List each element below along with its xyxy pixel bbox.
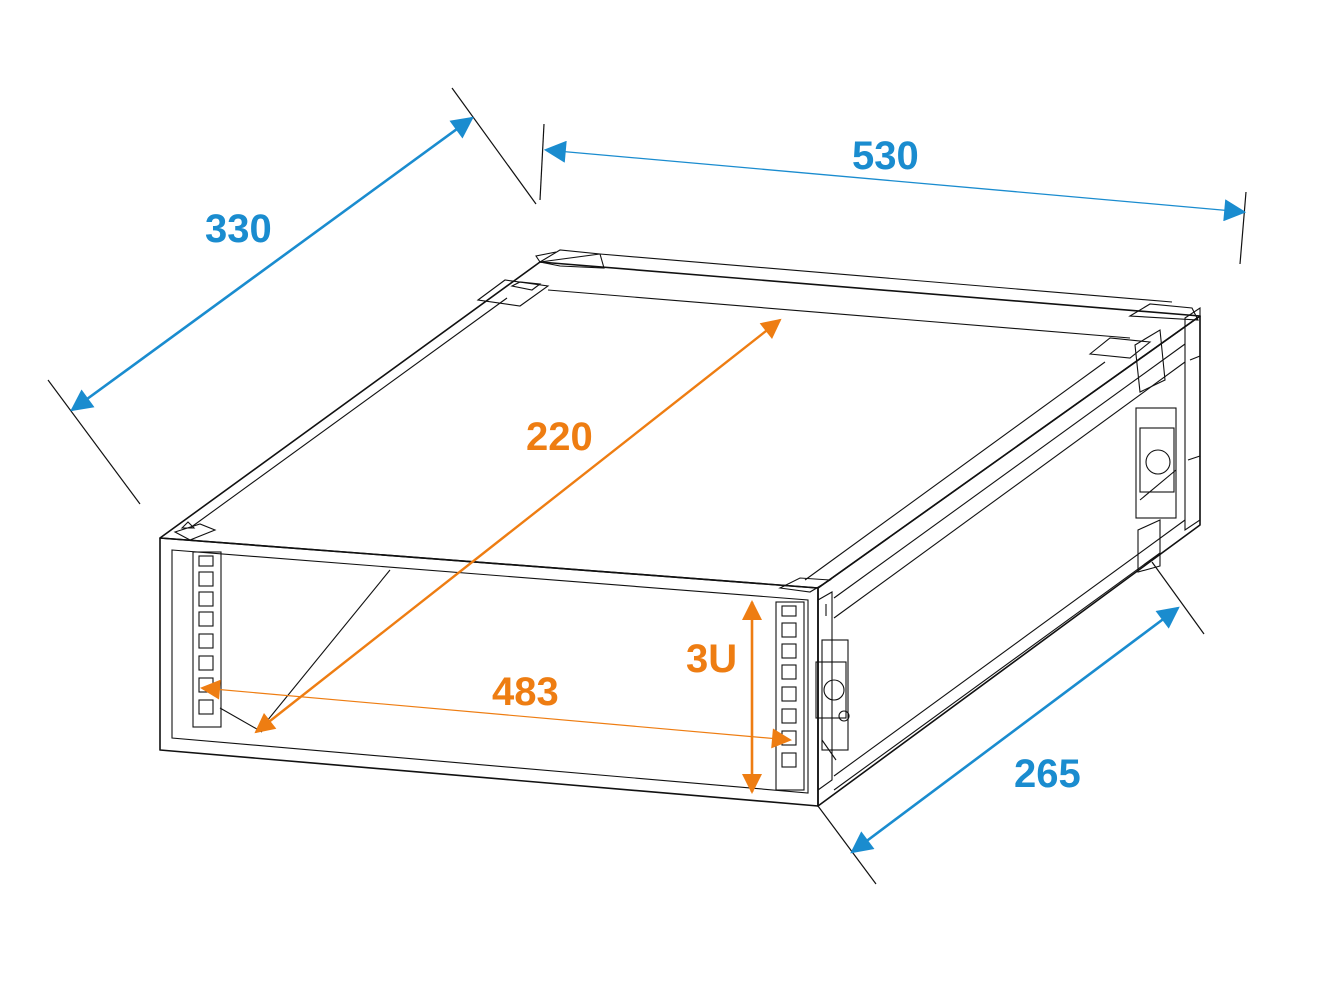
right-rack-rail: [775, 601, 805, 791]
depth-inner-label: 220: [526, 415, 593, 459]
top-face: [159, 261, 1201, 589]
side-latch-rear: [1134, 306, 1201, 573]
depth-inner-arrow: [254, 318, 782, 734]
side-face: [817, 315, 1201, 807]
inner-dimension-lines: [200, 318, 792, 794]
height-inner-label: 3U: [686, 637, 737, 681]
depth-outer-label: 330: [205, 207, 272, 251]
width-inner-arrow: [200, 679, 792, 749]
width-inner-label: 483: [492, 670, 559, 714]
depth-outer-arrow: [70, 116, 474, 412]
height-outer-arrow: [850, 606, 1180, 854]
extension-lines: [47, 87, 1247, 885]
width-outer-arrow: [543, 140, 1247, 222]
outer-dimension-lines: [70, 116, 1247, 854]
width-outer-label: 530: [852, 134, 919, 178]
height-outer-label: 265: [1014, 752, 1081, 796]
side-latch-front: [815, 591, 850, 792]
left-rack-rail: [192, 551, 222, 728]
corner-brackets: [173, 249, 1199, 593]
